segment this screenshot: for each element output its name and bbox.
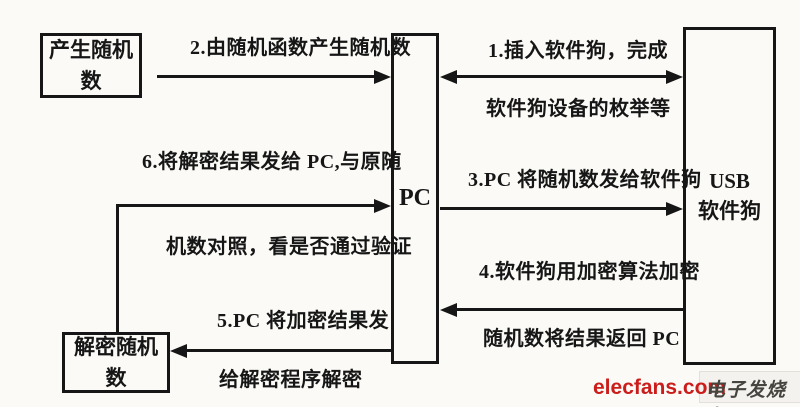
arrow-step3-line: [440, 207, 670, 210]
label-step3: 3.PC 将随机数发给软件狗: [468, 169, 702, 191]
label-step4-line1: 4.软件狗用加密算法加密: [479, 261, 700, 283]
arrowhead-step5-left-icon: [170, 344, 187, 358]
arrowhead-step2-right-icon: [374, 70, 391, 84]
label-step1-line2: 软件狗设备的枚举等: [486, 98, 671, 120]
label-step6-line1: 6.将解密结果发给 PC,与原随: [142, 151, 402, 173]
arrow-step6-vline: [116, 204, 119, 332]
node-usb-label-line1: USB: [709, 168, 750, 193]
node-decrypt-random-label: 解密随机数: [74, 335, 158, 390]
node-pc-label: PC: [399, 185, 431, 212]
arrowhead-step4-left-icon: [440, 303, 457, 317]
arrow-step6-hline: [116, 204, 376, 207]
node-usb-dongle-box: USB 软件狗: [683, 27, 776, 365]
label-step5-line2: 给解密程序解密: [219, 369, 363, 391]
node-generate-random-box: 产生随机数: [40, 33, 142, 98]
arrowhead-step1-left-icon: [440, 70, 457, 84]
watermark-site-logo: elecfans.com: [593, 376, 727, 399]
label-step4-line2: 随机数将结果返回 PC: [483, 328, 681, 350]
watermark-plate: [699, 371, 800, 403]
watermark-brand-name: 电子发烧友: [706, 380, 787, 401]
label-step1-line1: 1.插入软件狗，完成: [488, 40, 668, 62]
arrow-step4-line: [454, 308, 683, 311]
label-step6-line2: 机数对照，看是否通过验证: [166, 236, 412, 258]
node-generate-random-label: 产生随机数: [49, 38, 133, 93]
arrow-step2-line: [157, 75, 375, 78]
label-step5-line1: 5.PC 将加密结果发: [217, 310, 390, 332]
node-usb-label-line2: 软件狗: [698, 199, 761, 223]
label-step2: 2.由随机函数产生随机数: [190, 37, 411, 59]
arrowhead-step1-right-icon: [666, 70, 683, 84]
arrowhead-step3-right-icon: [666, 202, 683, 216]
arrowhead-step6-right-icon: [374, 199, 391, 213]
node-decrypt-random-box: 解密随机数: [62, 332, 170, 393]
arrow-step5-line: [184, 349, 391, 352]
arrow-step1-line: [454, 75, 670, 78]
node-pc-box: PC: [391, 33, 439, 364]
